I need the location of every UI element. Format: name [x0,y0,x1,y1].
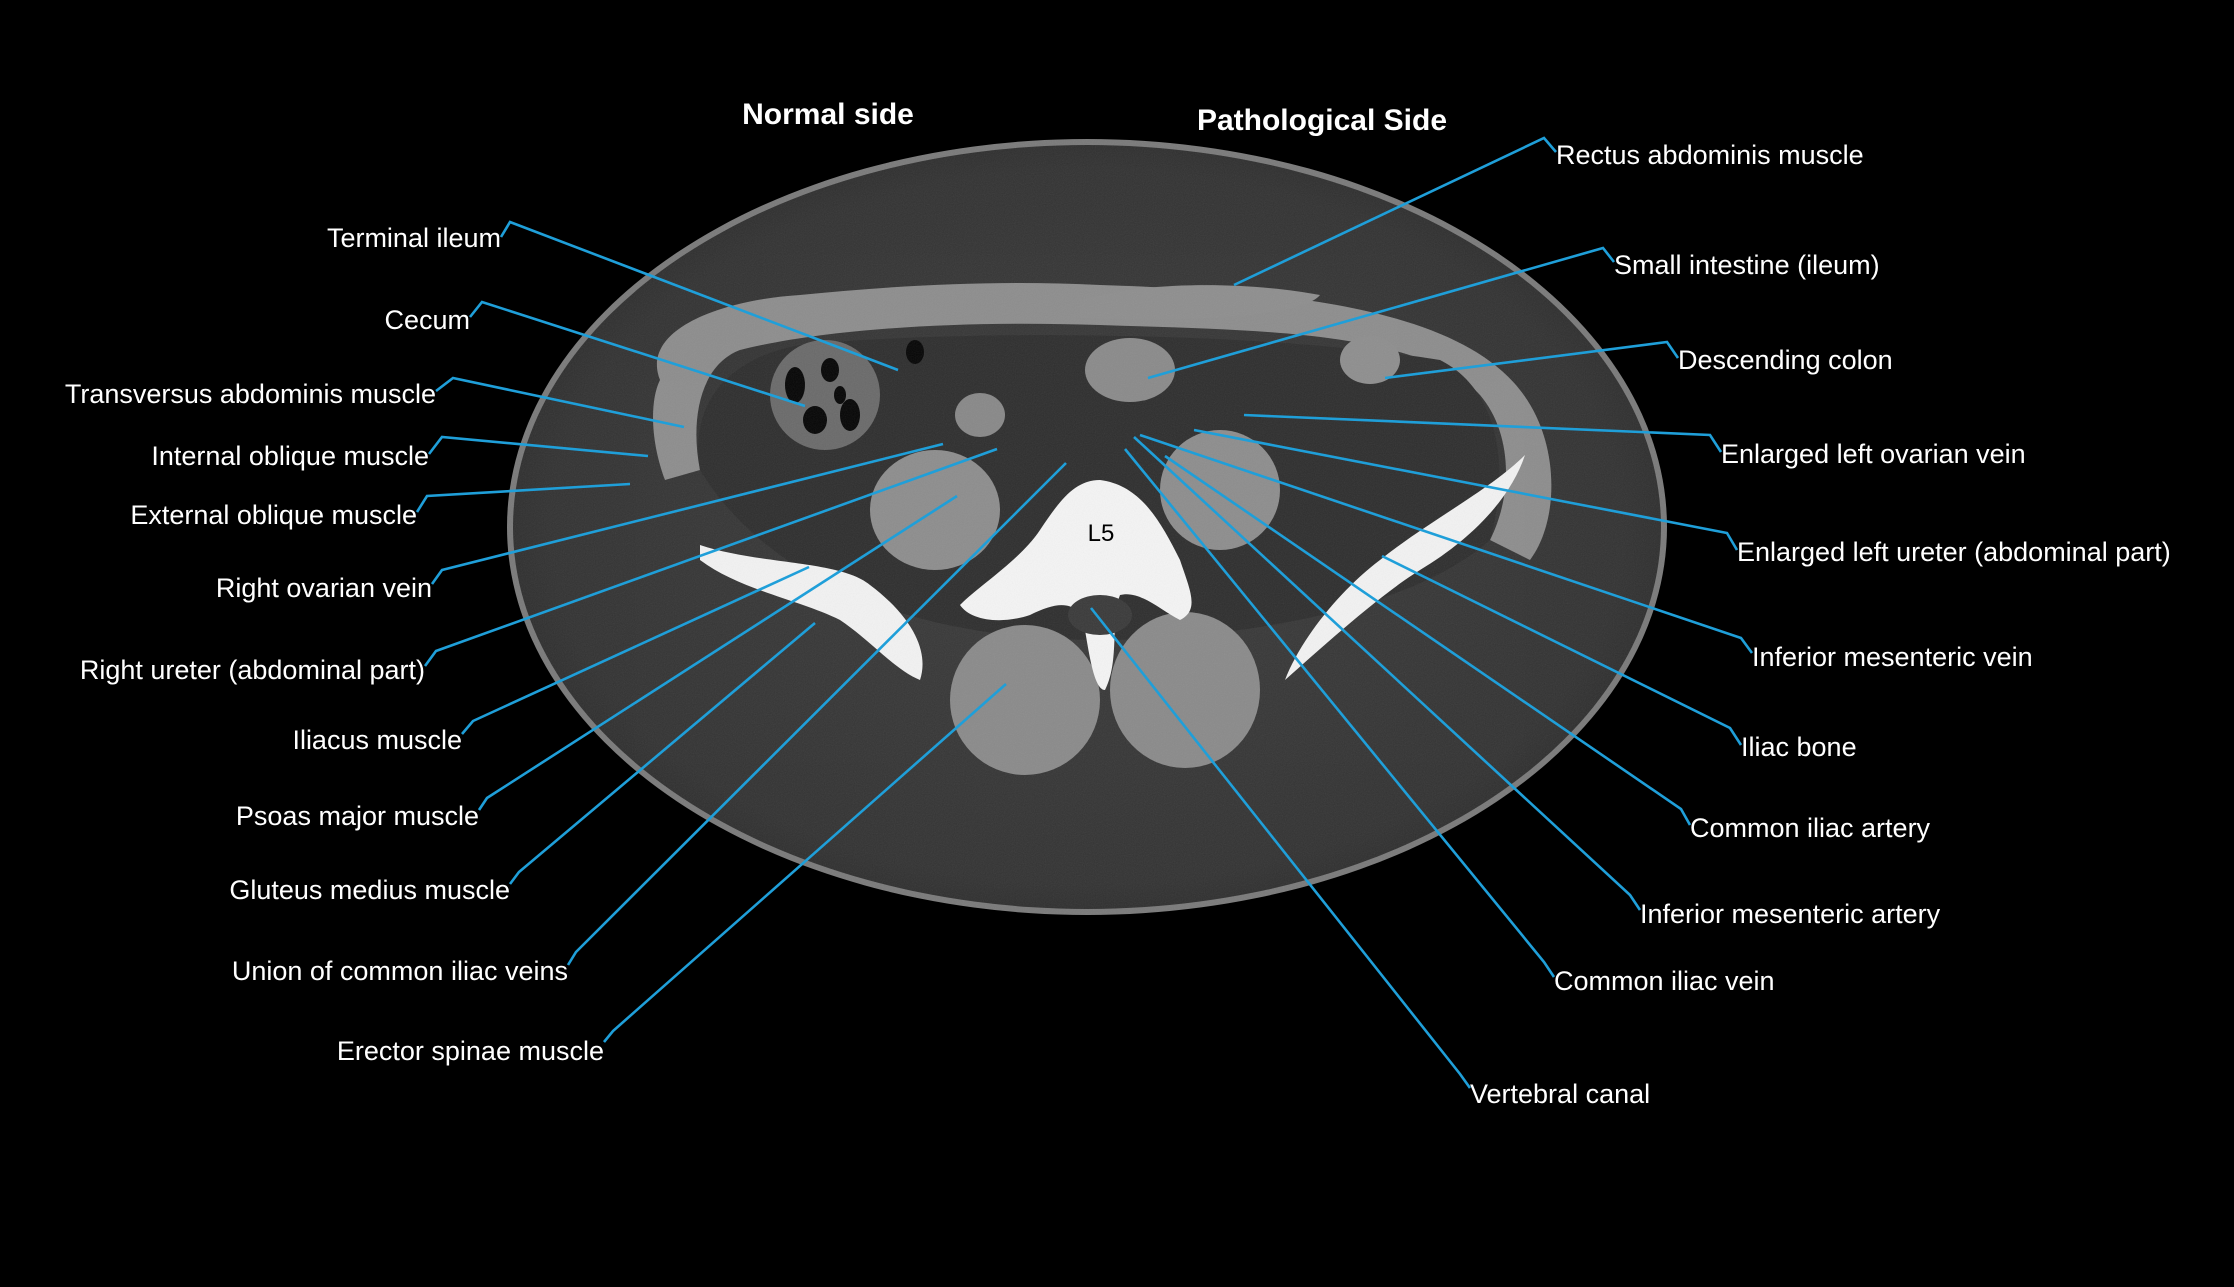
leader-internal-oblique [427,435,649,458]
label-cecum: Cecum [384,305,470,335]
label-right-ovarian-vein: Right ovarian vein [216,573,432,603]
right-leader-lines [1089,136,1754,1089]
ct-slice: L5 [507,139,1667,915]
label-gluteus-medius: Gluteus medius muscle [229,875,510,905]
label-common-iliac-artery: Common iliac artery [1690,813,1931,843]
label-common-iliac-vein: Common iliac vein [1554,966,1775,996]
leader-ima [1133,436,1642,911]
leader-gluteus-medius [508,622,816,885]
leader-vertebral-canal [1089,607,1472,1089]
label-left-ovarian-vein: Enlarged left ovarian vein [1721,439,2026,469]
label-union-iliac-veins: Union of common iliac veins [232,956,568,986]
normal-side-header: Normal side [742,98,914,131]
label-psoas-major: Psoas major muscle [236,801,479,831]
label-left-ureter: Enlarged left ureter (abdominal part) [1737,537,2171,567]
leader-erector-spinae [602,683,1007,1043]
label-external-oblique: External oblique muscle [130,500,417,530]
label-inferior-mesenteric-artery: Inferior mesenteric artery [1640,899,1941,929]
left-labels: Terminal ileum Cecum Transversus abdomin… [65,223,604,1066]
leader-rectus [1233,136,1557,287]
label-terminal-ileum: Terminal ileum [327,223,501,253]
left-leader-lines [415,220,1067,1043]
leader-terminal-ileum [499,220,899,372]
label-inferior-mesenteric-vein: Inferior mesenteric vein [1752,642,2033,672]
leader-right-ovarian-vein [430,442,944,585]
leader-common-iliac-artery [1164,454,1692,826]
leader-iliac-bone [1381,554,1743,746]
pathological-side-header: Pathological Side [1197,104,1447,137]
label-transversus-abdominis: Transversus abdominis muscle [65,379,436,409]
leader-common-iliac-vein [1123,448,1556,978]
leader-small-intestine [1147,246,1616,380]
label-iliacus: Iliacus muscle [292,725,462,755]
leader-iliacus [461,565,810,735]
label-descending-colon: Descending colon [1678,345,1893,375]
ct-noise-overlay [507,139,1667,915]
right-labels: Rectus abdominis muscle Small intestine … [1470,140,2171,1109]
leader-transversus [435,376,685,429]
vertebra-label: L5 [1088,520,1115,547]
label-iliac-bone: Iliac bone [1741,732,1857,762]
label-right-ureter: Right ureter (abdominal part) [80,655,425,685]
leader-descending-colon [1384,340,1680,380]
label-erector-spinae: Erector spinae muscle [337,1036,604,1066]
leader-union-iliac-veins [566,462,1067,966]
label-rectus-abdominis: Rectus abdominis muscle [1556,140,1864,170]
leader-left-ovarian-vein [1243,413,1723,453]
leader-psoas [477,494,958,811]
leader-imv [1139,433,1754,654]
label-internal-oblique: Internal oblique muscle [151,441,429,471]
leader-cecum [468,300,806,408]
leader-left-ureter [1193,428,1739,551]
label-small-intestine: Small intestine (ileum) [1614,250,1880,280]
leader-right-ureter [423,447,998,667]
leader-external-oblique [415,482,631,513]
label-vertebral-canal: Vertebral canal [1470,1079,1650,1109]
